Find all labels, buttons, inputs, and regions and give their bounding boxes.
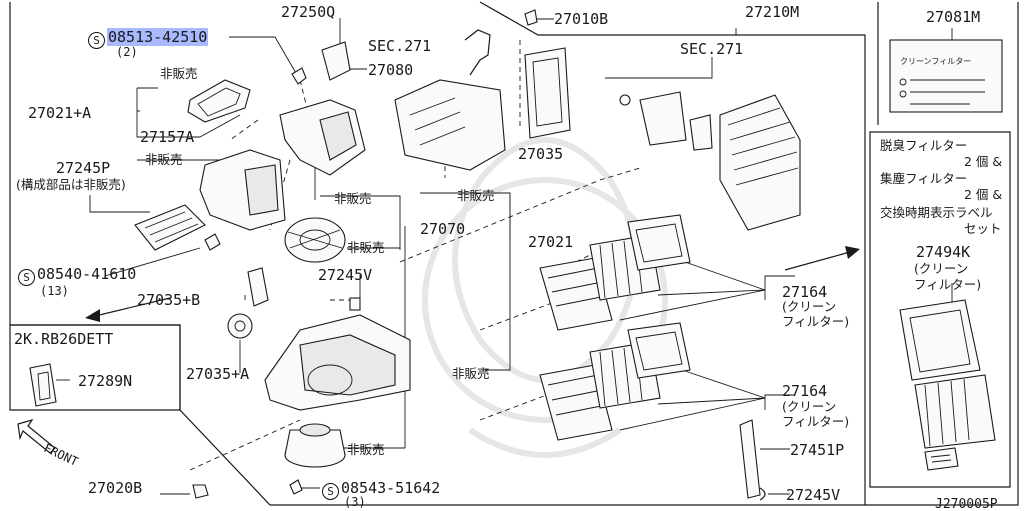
engine-variant-label: 2K.RB26DETT (14, 330, 114, 348)
kit-line-5: 交換時期表示ラベル (880, 205, 993, 220)
part-label-27021a: 27021+A (28, 104, 92, 122)
part-27245p-note: (構成部品は非販売) (16, 177, 126, 192)
bolt-mid-qty: (13) (40, 284, 69, 298)
not-sold-label-5: 非販売 (347, 240, 385, 255)
part-27164-b-note1: (クリーン (782, 399, 837, 414)
kit-part-note1: (クリーン (914, 261, 969, 276)
part-27164-b-note2: フィルター) (782, 414, 850, 429)
sec-271-label-a: SEC.271 (368, 37, 432, 55)
bolt-mid-number: 08540-41610 (37, 265, 137, 283)
part-label-27081m: 27081M (926, 8, 981, 26)
part-label-27245p: 27245P (56, 159, 111, 177)
bolt-top-qty: (2) (116, 45, 138, 59)
not-sold-label-1: 非販売 (160, 66, 198, 81)
standard-part-symbol: S (18, 269, 35, 286)
part-label-27245v-b: 27245V (786, 486, 841, 504)
part-label-27035: 27035 (518, 145, 564, 163)
kit-line-1: 脱臭フィルター (880, 138, 968, 153)
not-sold-label-6: 非販売 (452, 366, 490, 381)
part-label-27035b: 27035+B (137, 291, 201, 309)
not-sold-label-4: 非販売 (457, 188, 495, 203)
bolt-bottom-number: 08543-51642 (341, 479, 441, 497)
part-label-27080: 27080 (368, 61, 414, 79)
part-label-27210m: 27210M (745, 3, 800, 21)
part-label-27451p: 27451P (790, 441, 845, 459)
kit-line-3: 集塵フィルター (880, 171, 968, 186)
part-shapes (29, 9, 1003, 501)
part-label-27164-a: 27164 (782, 283, 828, 301)
part-label-27020b: 27020B (88, 479, 143, 497)
not-sold-label-2: 非販売 (145, 152, 183, 167)
arrows (85, 246, 860, 322)
part-27164-a-note1: (クリーン (782, 299, 837, 314)
part-label-27157a: 27157A (140, 128, 195, 146)
part-label-27035a: 27035+A (186, 365, 250, 383)
part-label-27245v-a: 27245V (318, 266, 373, 284)
kit-line-4: 2 個 & (964, 187, 1003, 202)
standard-part-symbol: S (88, 32, 105, 49)
label-sticker-text: クリーンフィルター (900, 57, 972, 66)
part-label-27289n: 27289N (78, 372, 133, 390)
part-label-27164-b: 27164 (782, 382, 828, 400)
part-label-27250q: 27250Q (281, 3, 336, 21)
diagram-reference-code: J270005P (935, 497, 998, 511)
front-arrow-icon (17, 418, 56, 454)
not-sold-label-7: 非販売 (347, 442, 385, 457)
not-sold-label-3: 非販売 (334, 191, 372, 206)
frame-lines (9, 1, 1019, 506)
bolt-bottom-qty: (3) (344, 495, 366, 509)
part-27164-a-note2: フィルター) (782, 314, 850, 329)
kit-part-label-27494k: 27494K (916, 243, 971, 261)
part-label-27070: 27070 (420, 220, 466, 238)
part-label-27010b: 27010B (554, 10, 609, 28)
bolt-top-number: 08513-42510 (107, 28, 209, 46)
kit-line-2: 2 個 & (964, 154, 1003, 169)
kit-line-6: セット (964, 221, 1002, 236)
standard-part-symbol: S (322, 483, 339, 500)
assembly-dashed-lines (189, 40, 641, 471)
sec-271-label-b: SEC.271 (680, 40, 744, 58)
watermark-emblem (422, 137, 668, 458)
kit-part-note2: フィルター) (914, 277, 982, 292)
part-label-27021: 27021 (528, 233, 574, 251)
